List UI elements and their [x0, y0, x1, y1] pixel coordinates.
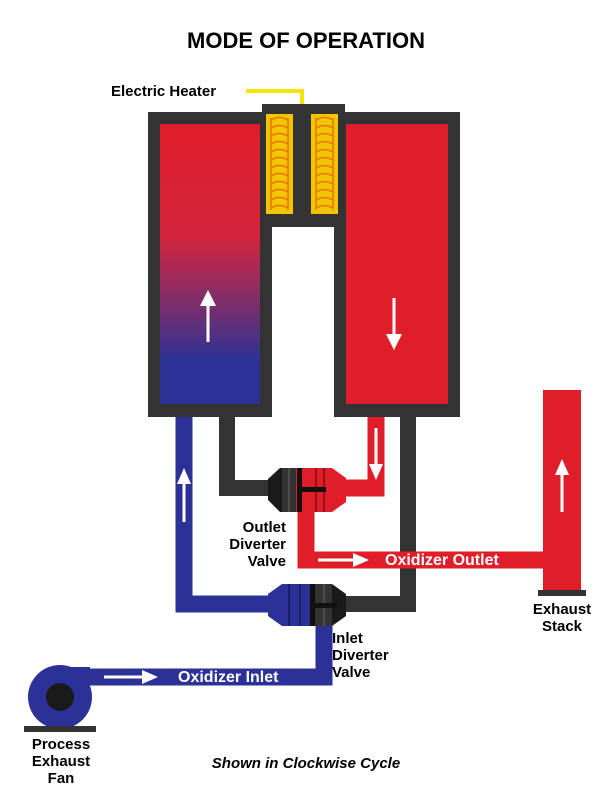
left-chamber-up-arrow — [200, 290, 216, 342]
svg-text:Stack: Stack — [542, 618, 583, 635]
stack-up-arrow — [555, 459, 569, 512]
process-exhaust-fan — [24, 665, 96, 732]
svg-text:Exhaust: Exhaust — [533, 601, 591, 618]
heater-wire — [246, 89, 304, 106]
outlet-flow-arrow — [318, 553, 369, 567]
outlet-duct — [297, 496, 552, 569]
inlet-valve-label: Inlet Diverter Valve — [332, 630, 389, 681]
outlet-valve-label: Outlet Diverter Valve — [229, 519, 286, 570]
cold-riser-up-arrow — [177, 468, 191, 522]
inlet-duct — [86, 612, 333, 686]
svg-text:Valve: Valve — [248, 553, 286, 570]
inlet-diverter-valve — [268, 584, 346, 626]
process-fan-label: Process Exhaust Fan — [32, 736, 90, 787]
svg-text:Inlet: Inlet — [332, 630, 363, 647]
oxidizer-outlet-label: Oxidizer Outlet — [385, 552, 499, 569]
right-chamber — [346, 124, 448, 404]
svg-text:Valve: Valve — [332, 664, 370, 681]
inlet-flow-arrow — [104, 670, 158, 684]
outlet-diverter-valve — [268, 468, 346, 512]
hot-downcomer-down-arrow — [369, 428, 383, 480]
svg-text:Outlet: Outlet — [243, 519, 286, 536]
left-chamber — [160, 124, 260, 404]
svg-text:Diverter: Diverter — [332, 647, 389, 664]
heater-element-right — [311, 114, 338, 214]
page-title: MODE OF OPERATION — [187, 28, 425, 53]
cycle-caption: Shown in Clockwise Cycle — [212, 755, 400, 772]
svg-text:Exhaust: Exhaust — [32, 753, 90, 770]
right-dark-duct — [340, 417, 416, 612]
exhaust-stack-label: Exhaust Stack — [533, 601, 591, 635]
electric-heater-label: Electric Heater — [111, 83, 216, 100]
right-chamber-down-arrow — [386, 298, 402, 350]
heater-divider — [300, 112, 304, 216]
svg-text:Fan: Fan — [48, 770, 75, 787]
stack-base — [538, 590, 586, 596]
svg-text:Diverter: Diverter — [229, 536, 286, 553]
heater-element-left — [266, 114, 293, 214]
left-dark-duct — [219, 417, 272, 496]
oxidizer-inlet-label: Oxidizer Inlet — [178, 669, 279, 686]
hot-downcomer-duct — [344, 417, 385, 497]
svg-text:Process: Process — [32, 736, 90, 753]
